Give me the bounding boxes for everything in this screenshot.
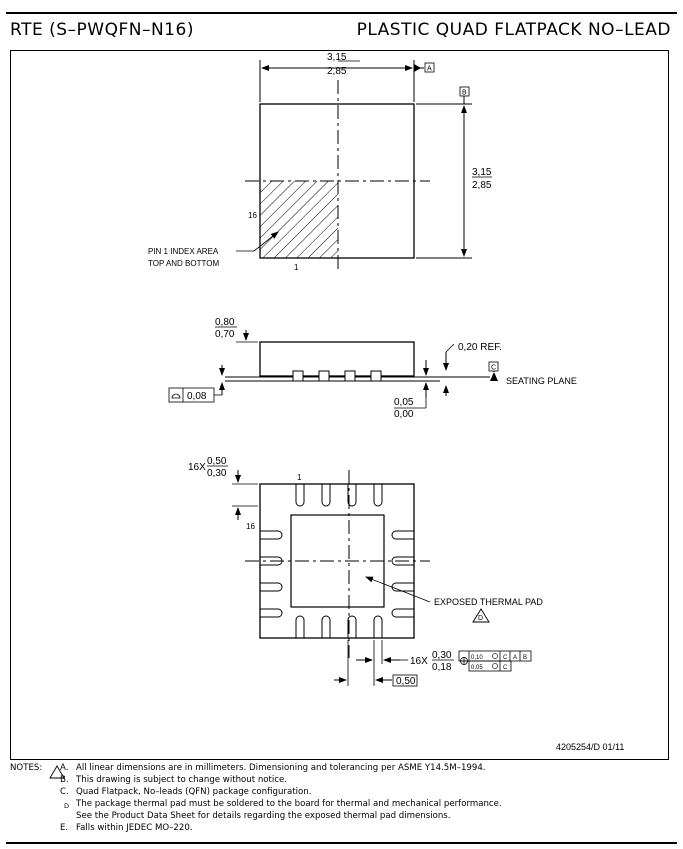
note-d-text: The package thermal pad must be soldered…: [76, 799, 502, 809]
lead-thickness-ref: 0,20 REF.: [458, 342, 502, 353]
note-d-triangle-icon: [49, 765, 65, 779]
datum-a: A: [427, 66, 432, 73]
width-min: 2,85: [327, 66, 347, 77]
notes-heading: NOTES:: [10, 763, 43, 773]
tolerance-1-ref-c: C: [503, 655, 508, 661]
pin1-note-line2: TOP AND BOTTOM: [148, 259, 219, 268]
side-view: 0,80 0,70 0,20 REF. C SEATING PLANE 0,08…: [168, 317, 577, 420]
flatness-value: 0,08: [187, 391, 207, 402]
lead-width-max: 0,30: [432, 650, 452, 661]
flatness-symbol-icon: [171, 393, 181, 399]
pin1-note-line1: PIN 1 INDEX AREA: [148, 247, 219, 256]
side-height-max: 0,80: [215, 317, 235, 328]
bottom-view: 16X 0,50 0,30 1 16 EXPOSED THERMAL PAD D…: [188, 456, 543, 687]
lead-width-count: 16X: [410, 656, 428, 667]
notes-section: NOTES: A. All linear dimensions are in mil…: [10, 762, 675, 834]
datum-b: B: [462, 90, 467, 97]
package-type-title: PLASTIC QUAD FLATPACK NO–LEAD: [356, 20, 671, 40]
package-code-title: RTE (S–PWQFN–N16): [10, 20, 194, 40]
note-d-flag: D: [478, 615, 483, 622]
note-a-text: All linear dimensions are in millimeters…: [76, 763, 486, 773]
top-pin1-label: 1: [294, 263, 299, 272]
lead-length-count: 16X: [188, 462, 206, 473]
note-d-letter: D: [64, 802, 70, 810]
datum-c: C: [491, 365, 496, 372]
note-a-letter: A.: [60, 763, 69, 773]
tolerance-1-ref-b: B: [523, 655, 527, 661]
height-min: 2,85: [472, 180, 492, 191]
package-body-side: [259, 341, 415, 377]
pitch-value: 0,50: [396, 676, 416, 687]
width-max: 3,15: [327, 52, 347, 63]
standoff-min: 0,00: [394, 409, 414, 420]
lead-length-max: 0,50: [207, 456, 227, 467]
thermal-pad-label: EXPOSED THERMAL PAD: [434, 597, 543, 607]
flatness-frame: [168, 387, 215, 403]
drawing-frame: [10, 50, 669, 760]
note-b-letter: B.: [60, 775, 69, 785]
tolerance-1-ref-a: A: [513, 655, 517, 661]
pin1-index-area: [260, 181, 338, 258]
top-rule: [6, 12, 677, 14]
lead-width-min: 0,18: [432, 662, 452, 673]
note-d-flag-icon: [472, 608, 490, 623]
top-pin16-label: 16: [248, 211, 257, 220]
note-d-text-2: See the Product Data Sheet for details r…: [76, 811, 451, 821]
seating-plane-label: SEATING PLANE: [506, 376, 577, 386]
tolerance-2-ref-c: C: [503, 665, 508, 671]
bottom-pin16-label: 16: [246, 522, 255, 531]
lead-length-min: 0,30: [207, 468, 227, 479]
note-e-text: Falls within JEDEC MO–220.: [76, 823, 193, 833]
tolerance-1: 0,10: [471, 655, 483, 661]
note-b-text: This drawing is subject to change withou…: [76, 775, 288, 785]
note-c-text: Quad Flatpack, No–leads (QFN) package co…: [76, 787, 312, 797]
height-max: 3,15: [472, 167, 492, 178]
top-view: 3,15 2,85 A 3,15 2,85 B 16 1 PIN 1 INDEX…: [148, 52, 492, 272]
standoff-max: 0,05: [394, 397, 414, 408]
bottom-pin1-label: 1: [297, 473, 302, 482]
drawing-number: 4205254/D 01/11: [556, 742, 624, 752]
bottom-rule: [6, 842, 677, 844]
note-c-letter: C.: [60, 787, 69, 797]
tolerance-2: 0,05: [471, 665, 483, 671]
side-height-min: 0,70: [215, 329, 235, 340]
note-e-letter: E.: [60, 823, 69, 833]
